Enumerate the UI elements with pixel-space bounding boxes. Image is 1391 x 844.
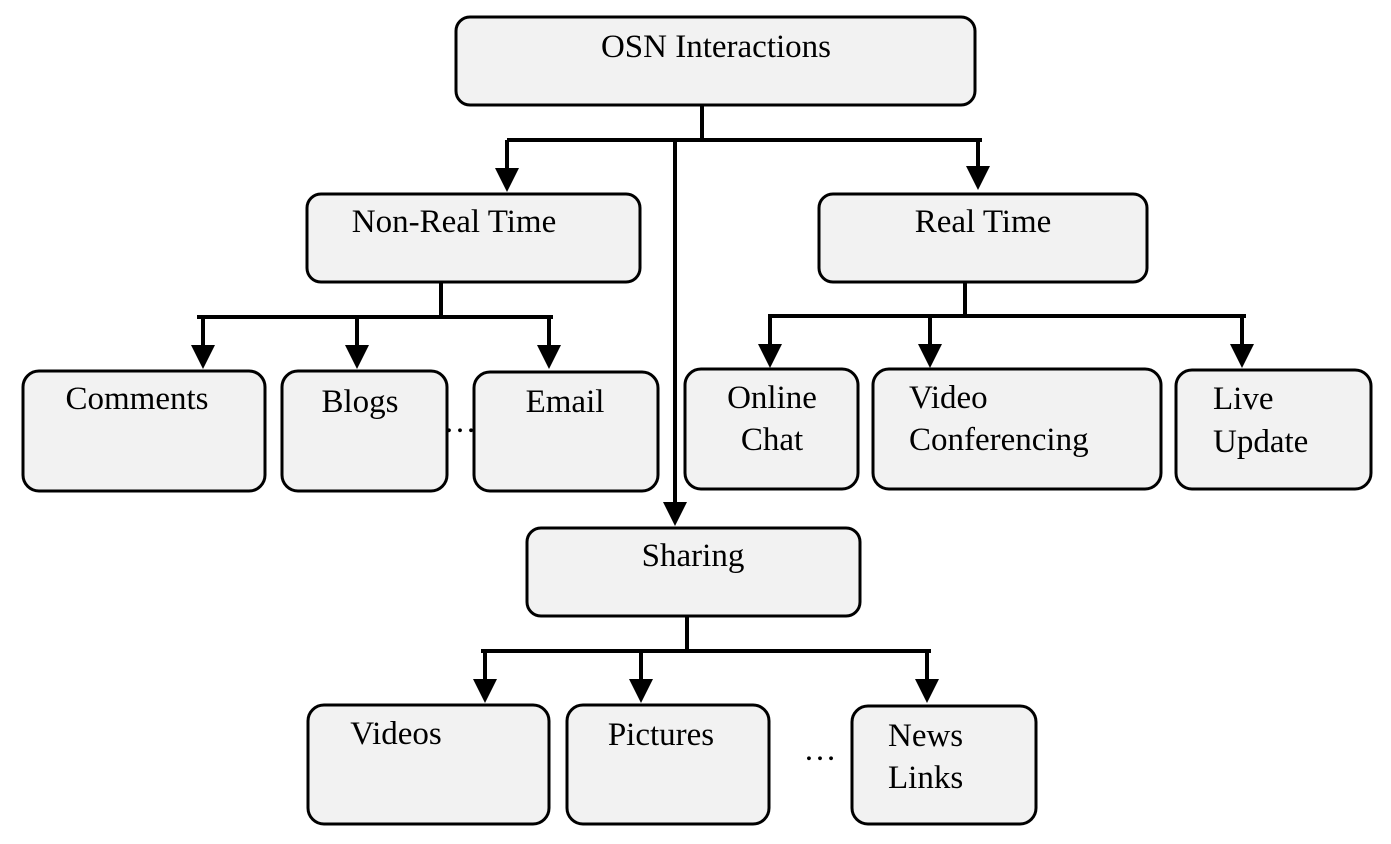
node-non-real-time-label: Non-Real Time	[352, 204, 556, 240]
node-pictures-label: Pictures	[608, 717, 714, 753]
node-real-time: Real Time	[817, 192, 1149, 284]
node-real-time-box	[817, 192, 1149, 284]
node-comments: Comments	[21, 369, 267, 493]
arrow-to-blogs	[345, 345, 369, 369]
arrow-to-news-links	[915, 679, 939, 703]
node-email-box	[472, 370, 660, 493]
node-videos: Videos	[306, 703, 551, 826]
arrow-to-live-update	[1230, 344, 1254, 368]
arrow-to-real-time	[966, 166, 990, 190]
node-pictures: Pictures	[565, 703, 771, 826]
node-non-real-time: Non-Real Time	[305, 192, 642, 284]
node-pictures-box	[565, 703, 771, 826]
arrow-to-online-chat	[758, 344, 782, 368]
node-email: Email	[472, 370, 660, 493]
node-news-links-box	[850, 704, 1038, 826]
node-sharing-box	[525, 526, 862, 618]
node-root: OSN Interactions	[454, 15, 977, 107]
node-videos-box	[306, 703, 551, 826]
ellipsis-sharing: …	[804, 732, 837, 768]
node-video-conferencing-line2: Conferencing	[909, 422, 1089, 458]
node-comments-box	[21, 369, 267, 493]
node-non-real-time-box	[305, 192, 642, 284]
node-online-chat: Online Chat	[683, 367, 860, 491]
arrow-to-comments	[191, 345, 215, 369]
arrow-to-video-conferencing	[918, 344, 942, 368]
node-live-update-line2: Update	[1213, 424, 1308, 460]
node-blogs-box	[280, 369, 449, 493]
node-news-links-line1: News	[888, 718, 963, 754]
node-online-chat-box	[683, 367, 860, 491]
node-online-chat-line2: Chat	[741, 422, 803, 458]
node-news-links: News Links	[850, 704, 1038, 826]
node-live-update-line1: Live	[1213, 381, 1273, 417]
arrow-to-videos	[473, 679, 497, 703]
node-live-update-box	[1174, 368, 1373, 491]
node-root-label: OSN Interactions	[601, 29, 831, 65]
node-news-links-line2: Links	[888, 760, 963, 796]
node-comments-label: Comments	[65, 381, 208, 417]
node-root-box	[454, 15, 977, 107]
node-video-conferencing: Video Conferencing	[871, 367, 1163, 491]
arrow-to-non-real-time	[495, 168, 519, 192]
node-online-chat-line1: Online	[727, 380, 817, 416]
node-video-conferencing-line1: Video	[909, 380, 988, 416]
node-live-update: Live Update	[1174, 368, 1373, 491]
node-video-conferencing-box	[871, 367, 1163, 491]
arrow-to-pictures	[629, 679, 653, 703]
node-sharing-label: Sharing	[642, 538, 745, 574]
node-email-label: Email	[526, 384, 605, 420]
arrow-to-sharing	[663, 502, 687, 526]
node-blogs-label: Blogs	[321, 384, 398, 420]
node-sharing: Sharing	[525, 526, 862, 618]
node-videos-label: Videos	[350, 716, 442, 752]
connectors	[191, 105, 1254, 703]
ellipsis-non-real-time: …	[444, 404, 477, 440]
arrow-to-email	[537, 345, 561, 369]
node-blogs: Blogs	[280, 369, 449, 493]
node-real-time-label: Real Time	[915, 204, 1052, 240]
